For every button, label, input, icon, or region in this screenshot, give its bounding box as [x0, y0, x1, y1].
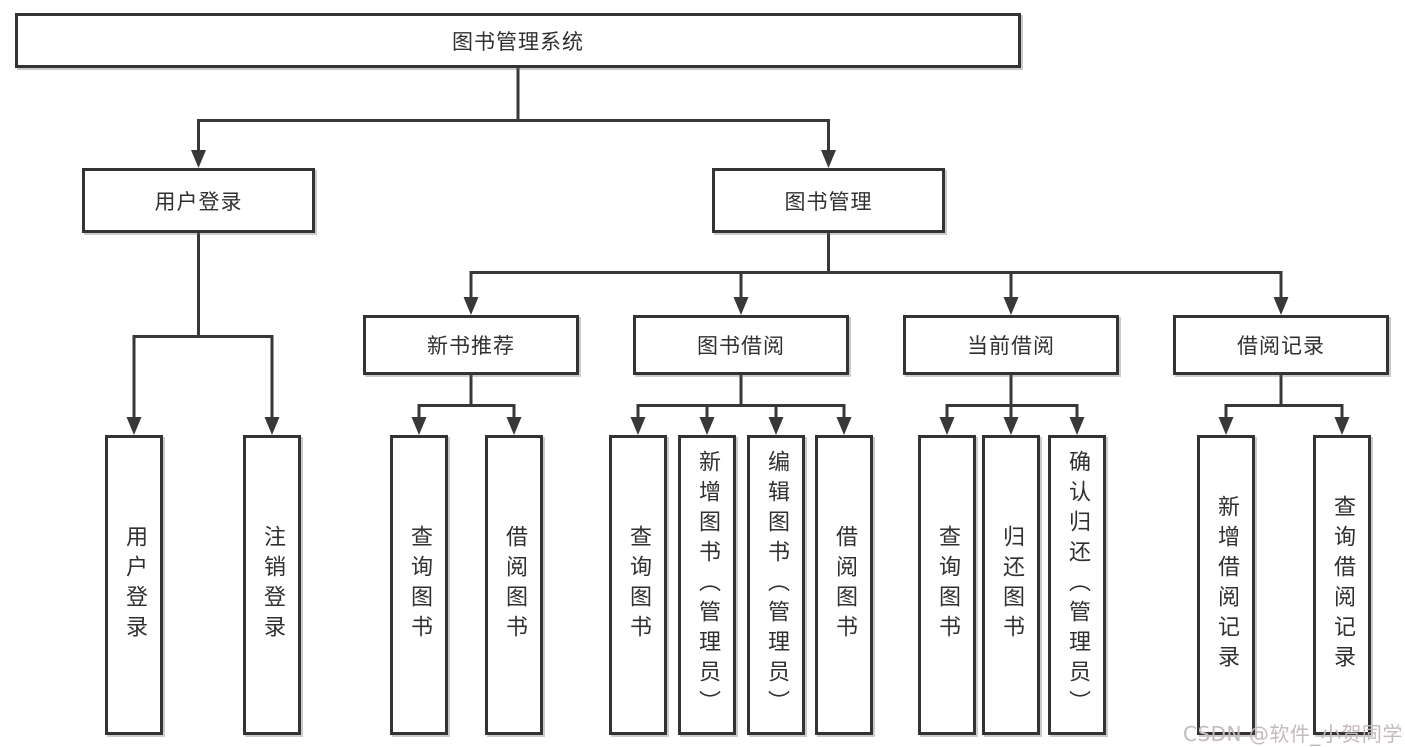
node-label: 新增图书（管理员） [695, 450, 720, 720]
arrowhead-down-icon [126, 417, 142, 435]
arrowhead-down-icon [411, 417, 427, 435]
node-label: 编辑图书（管理员） [764, 450, 789, 720]
node-label: 借阅图书 [832, 525, 857, 645]
node-label: 图书管理系统 [452, 29, 584, 54]
leaf-add-borrow-record: 新增借阅记录 [1197, 435, 1255, 735]
node-label: 当前借阅 [967, 334, 1055, 358]
node-label: 用户登录 [122, 525, 147, 645]
connector-borrow-records-to-leaves [1218, 375, 1350, 435]
node-label: 新增借阅记录 [1214, 495, 1239, 675]
node-label: 图书管理 [784, 189, 873, 214]
arrowhead-down-icon [699, 417, 715, 435]
arrowhead-down-icon [630, 417, 646, 435]
arrowhead-down-icon [1218, 417, 1234, 435]
leaf-query-books-borrow: 查询图书 [609, 435, 667, 735]
arrowhead-down-icon [191, 150, 206, 168]
leaf-query-borrow-record: 查询借阅记录 [1313, 435, 1371, 735]
leaf-logout: 注销登录 [243, 435, 301, 735]
node-root-library-management-system: 图书管理系统 [15, 13, 1021, 68]
leaf-borrow-books: 借阅图书 [815, 435, 873, 735]
node-label: 新书推荐 [427, 334, 515, 358]
node-label: 借阅记录 [1237, 334, 1325, 358]
arrowhead-down-icon [1003, 297, 1019, 315]
connector-line [945, 404, 1079, 421]
node-label: 借阅图书 [502, 525, 527, 645]
node-borrow-records: 借阅记录 [1173, 315, 1389, 375]
arrowhead-down-icon [1334, 417, 1350, 435]
node-book-management: 图书管理 [712, 168, 945, 233]
connector-line [417, 404, 516, 421]
node-label: 查询借阅记录 [1330, 495, 1355, 675]
arrowhead-down-icon [836, 417, 852, 435]
connector-line [197, 119, 830, 152]
arrowhead-down-icon [1069, 417, 1085, 435]
arrowhead-down-icon [733, 297, 749, 315]
connector-current-borrow-to-leaves [939, 375, 1085, 435]
leaf-edit-books-admin: 编辑图书（管理员） [747, 435, 805, 735]
connector-book-management-to-level2 [463, 233, 1289, 315]
arrowhead-down-icon [1003, 417, 1019, 435]
arrowhead-down-icon [264, 417, 280, 435]
arrowhead-down-icon [821, 150, 836, 168]
connector-line [1224, 404, 1344, 421]
leaf-add-books-admin: 新增图书（管理员） [678, 435, 736, 735]
node-label: 查询图书 [407, 525, 432, 645]
arrowhead-down-icon [768, 417, 784, 435]
connector-line [636, 404, 846, 421]
node-label: 确认归还（管理员） [1065, 450, 1090, 720]
leaf-user-login: 用户登录 [105, 435, 163, 735]
connector-new-book-recommend-to-leaves [411, 375, 522, 435]
arrowhead-down-icon [1273, 297, 1289, 315]
leaf-query-books-recommend: 查询图书 [390, 435, 448, 735]
arrowhead-down-icon [939, 417, 955, 435]
node-label: 注销登录 [260, 525, 285, 645]
connector-book-borrow-to-leaves [630, 375, 852, 435]
connector-user-login-to-leaves [126, 233, 280, 435]
leaf-return-books: 归还图书 [982, 435, 1040, 735]
connector-line [132, 335, 274, 421]
leaf-borrow-books-recommend: 借阅图书 [485, 435, 543, 735]
leaf-confirm-return-admin: 确认归还（管理员） [1048, 435, 1106, 735]
node-label: 用户登录 [154, 189, 243, 214]
node-new-book-recommend: 新书推荐 [363, 315, 579, 375]
arrowhead-down-icon [463, 297, 479, 315]
node-current-borrow: 当前借阅 [903, 315, 1119, 375]
node-label: 查询图书 [626, 525, 651, 645]
node-label: 图书借阅 [697, 334, 785, 358]
csdn-watermark: CSDN @软件_小贺同学 [1183, 722, 1403, 746]
connector-root-to-level1 [191, 68, 836, 168]
node-book-borrow: 图书借阅 [633, 315, 849, 375]
node-label: 归还图书 [999, 525, 1024, 645]
leaf-query-books-current: 查询图书 [918, 435, 976, 735]
node-user-login: 用户登录 [82, 168, 315, 233]
node-label: 查询图书 [935, 525, 960, 645]
connector-line [469, 271, 1283, 301]
arrowhead-down-icon [506, 417, 522, 435]
